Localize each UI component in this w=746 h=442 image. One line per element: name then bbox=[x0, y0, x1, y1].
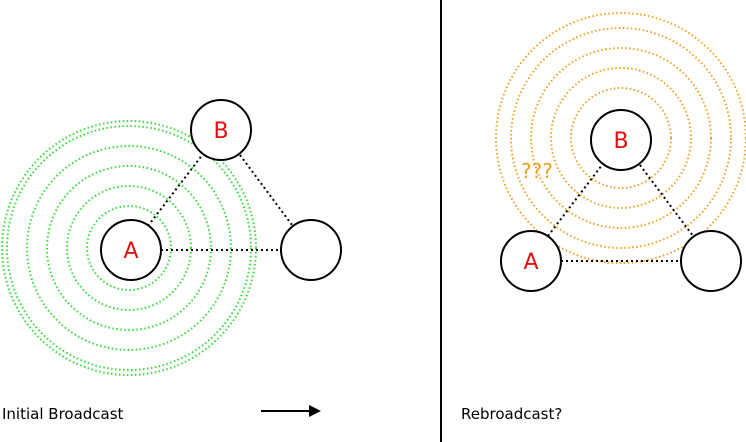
orange-wave-ring-5 bbox=[495, 12, 746, 264]
node-b-right-label: B bbox=[613, 129, 628, 154]
right-arrow-icon bbox=[261, 405, 321, 417]
node-b-label: B bbox=[213, 119, 228, 144]
orange-wave-ring-2 bbox=[550, 67, 692, 209]
green-wave-ring-5 bbox=[6, 125, 252, 371]
left-panel: A B Initial Broadcast bbox=[1, 99, 342, 423]
green-wave-ring-2 bbox=[66, 185, 192, 311]
node-c bbox=[280, 219, 342, 281]
green-wave-ring-1 bbox=[86, 205, 172, 291]
right-caption: Rebroadcast? bbox=[461, 405, 562, 423]
orange-wave-ring-3 bbox=[530, 47, 712, 229]
green-wave-ring-4 bbox=[26, 145, 232, 351]
orange-wave-ring-4 bbox=[510, 27, 732, 249]
link-b-c bbox=[239, 154, 293, 226]
node-a-right: A bbox=[500, 230, 562, 292]
node-b-right: B bbox=[590, 109, 652, 171]
node-a-label: A bbox=[123, 239, 138, 264]
green-wave-ring-3 bbox=[46, 165, 212, 331]
node-a-right-label: A bbox=[523, 250, 538, 275]
right-panel: A B ??? Rebroadcast? bbox=[461, 12, 746, 423]
node-b: B bbox=[190, 99, 252, 161]
left-caption: Initial Broadcast bbox=[2, 405, 124, 423]
green-broadcast-waves bbox=[1, 120, 257, 376]
green-wave-ring-6 bbox=[1, 120, 257, 376]
link-a-b bbox=[147, 153, 204, 227]
node-a: A bbox=[100, 219, 162, 281]
orange-broadcast-waves bbox=[495, 12, 746, 264]
node-c-right bbox=[680, 230, 742, 292]
uncertainty-marks: ??? bbox=[521, 159, 553, 183]
orange-wave-ring-1 bbox=[570, 87, 672, 189]
